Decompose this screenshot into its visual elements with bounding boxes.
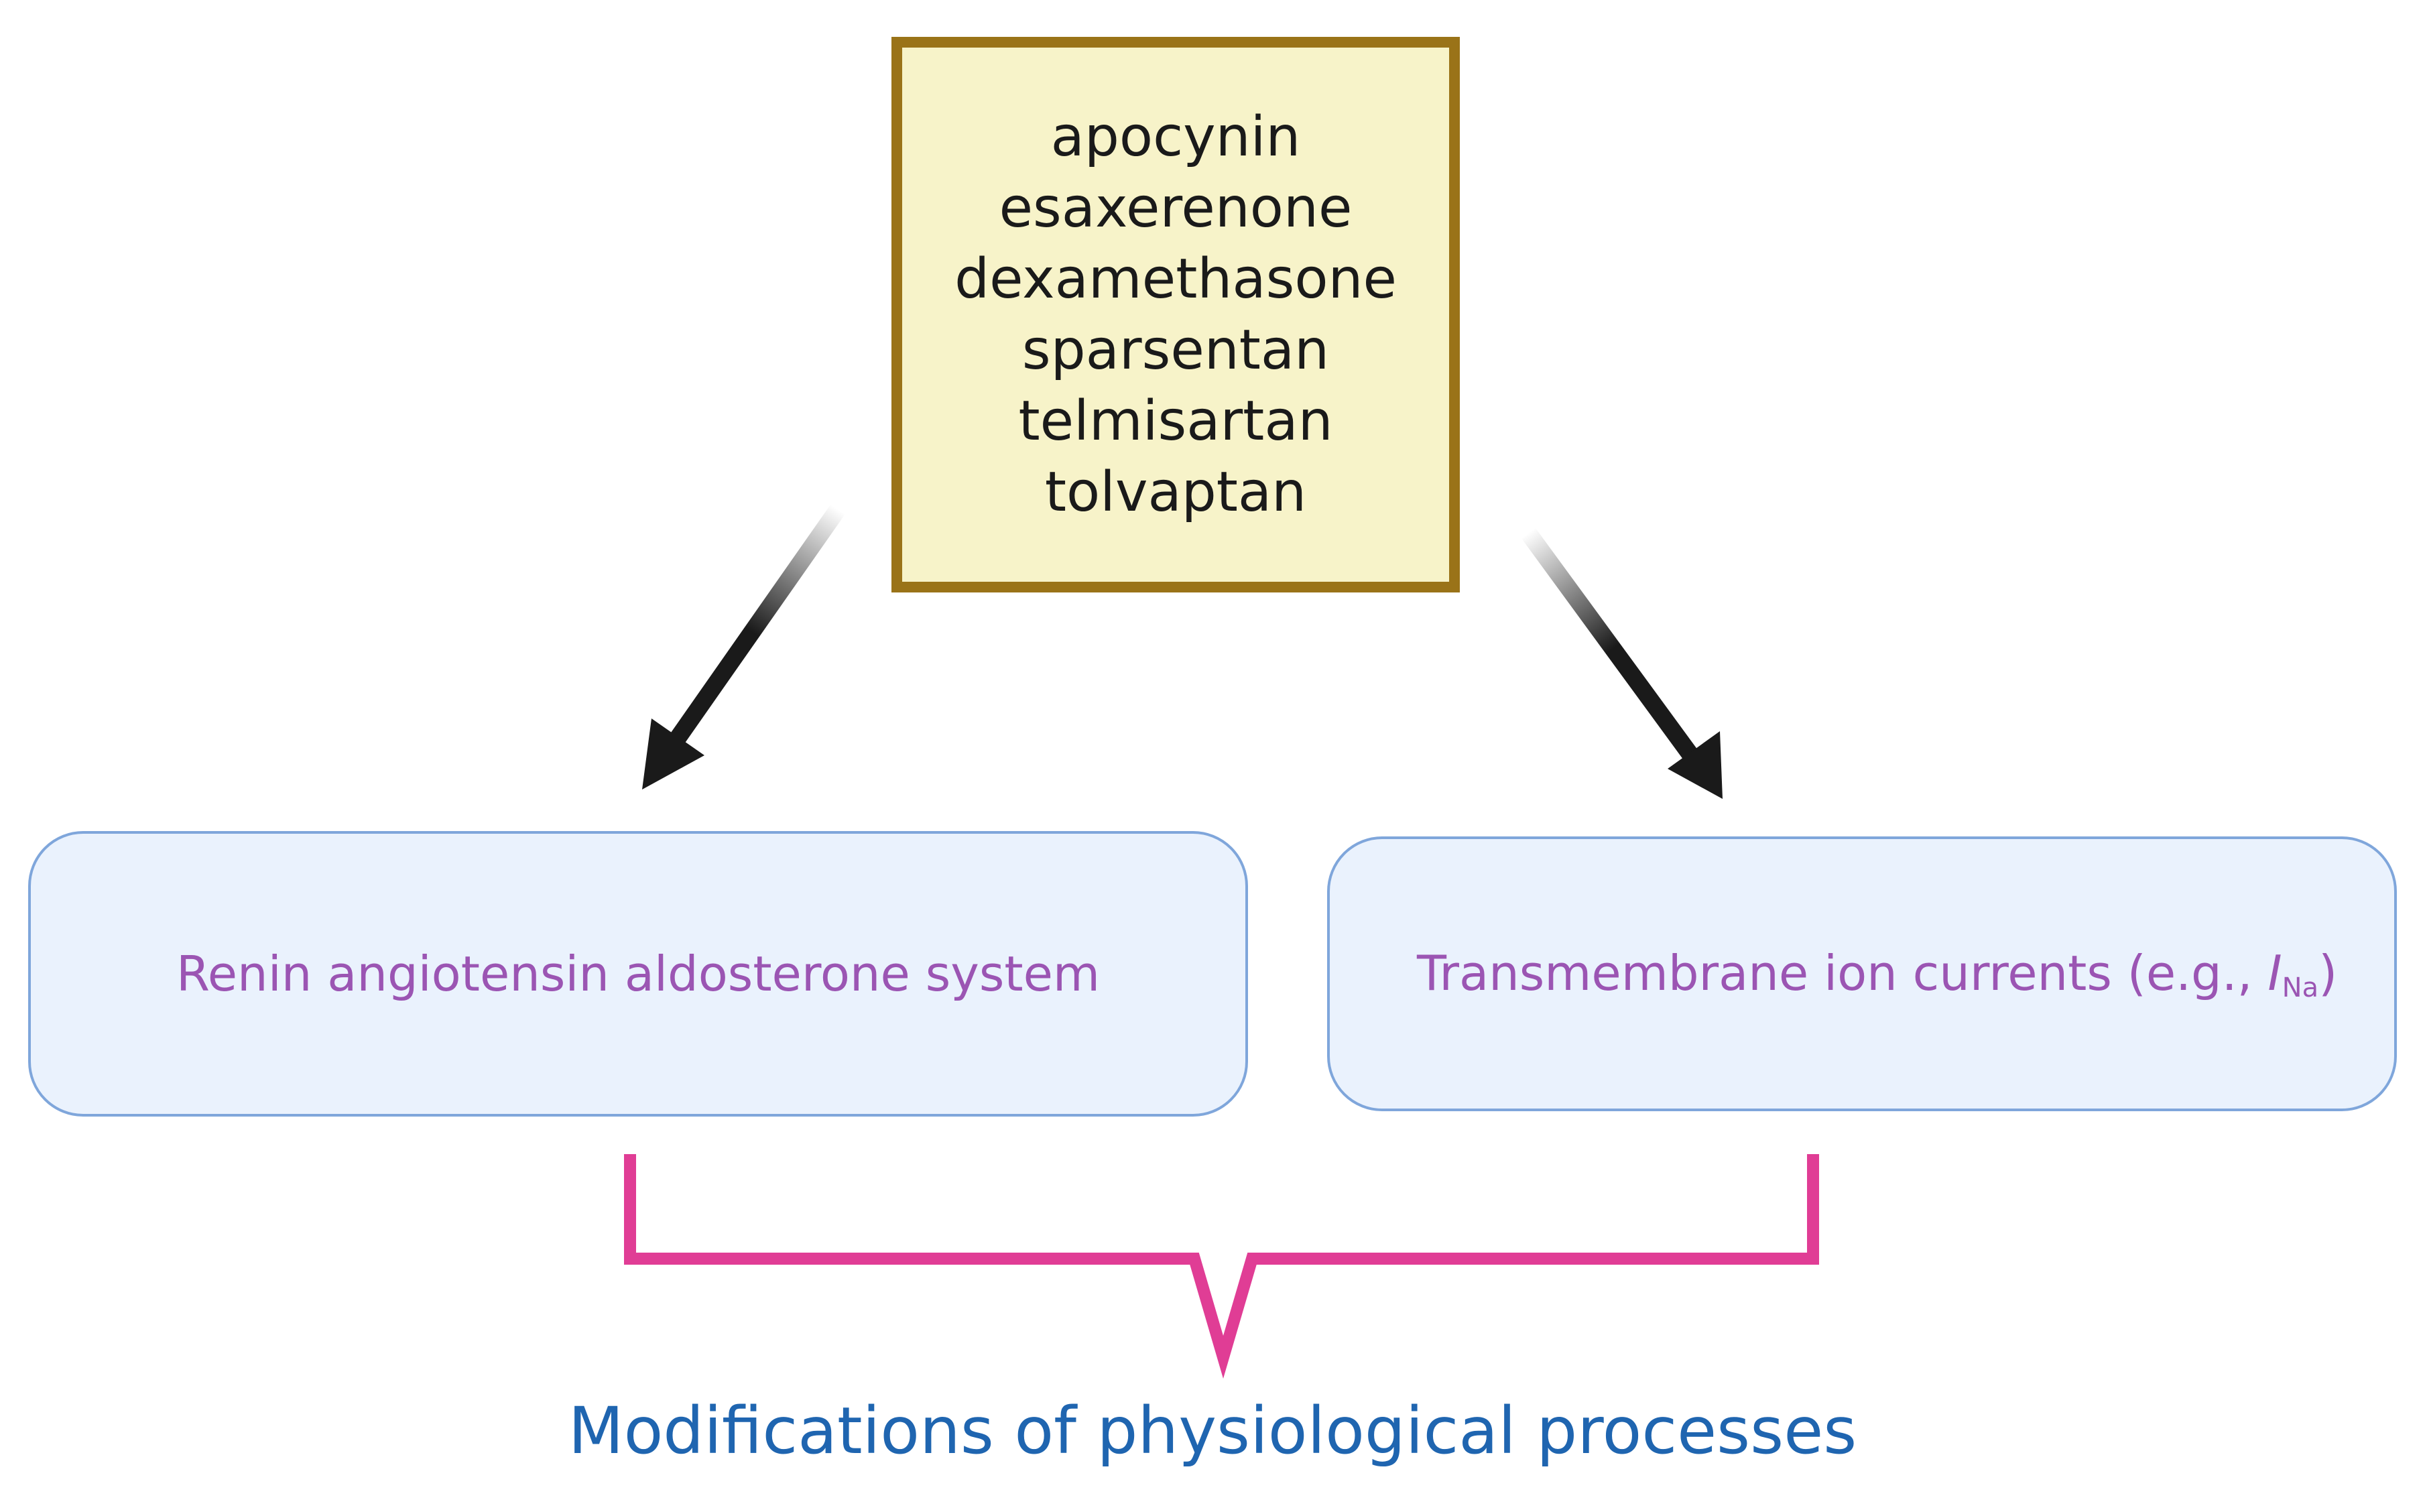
ion-current-symbol: I bbox=[2267, 944, 2282, 1001]
outcome-label: Modifications of physiological processes bbox=[568, 1393, 1857, 1468]
arrow-left-down-icon bbox=[642, 504, 845, 790]
ion-currents-suffix: ) bbox=[2318, 944, 2338, 1001]
ion-currents-target-box: Transmembrane ion currents (e.g., INa) bbox=[1327, 836, 2397, 1111]
curly-bracket-icon bbox=[624, 1154, 1819, 1379]
drug-item: telmisartan bbox=[1018, 389, 1333, 453]
ion-current-subscript: Na bbox=[2282, 972, 2319, 1003]
drug-item: tolvaptan bbox=[1044, 460, 1307, 524]
raas-target-label: Renin angiotensin aldosterone system bbox=[176, 946, 1101, 1002]
ion-currents-prefix: Transmembrane ion currents (e.g., bbox=[1417, 944, 2268, 1001]
drug-item: dexamethasone bbox=[954, 247, 1397, 311]
arrow-right-down-icon bbox=[1521, 527, 1723, 799]
drug-item: esaxerenone bbox=[999, 176, 1353, 240]
drug-item: sparsentan bbox=[1021, 318, 1330, 382]
drug-list: apocynin esaxerenone dexamethasone spars… bbox=[954, 102, 1397, 528]
drug-list-box: apocynin esaxerenone dexamethasone spars… bbox=[891, 37, 1460, 592]
drug-item: apocynin bbox=[1050, 105, 1301, 169]
raas-target-box: Renin angiotensin aldosterone system bbox=[28, 831, 1248, 1117]
ion-currents-target-label: Transmembrane ion currents (e.g., INa) bbox=[1417, 945, 2337, 1003]
